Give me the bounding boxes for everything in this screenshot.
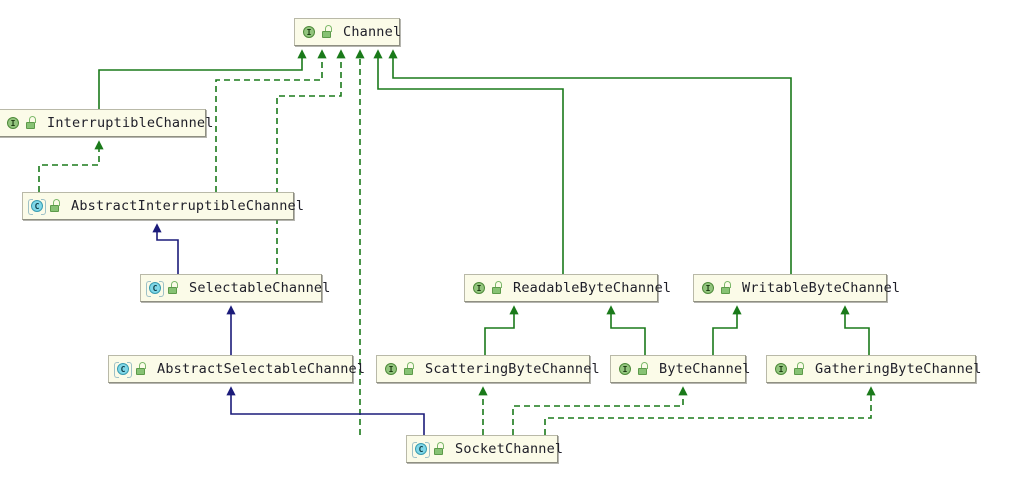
lock-icon — [26, 116, 38, 130]
interface-circle-icon: I — [5, 115, 21, 131]
lock-icon — [168, 281, 180, 295]
interface-circle-icon: I — [471, 280, 487, 296]
edge-selectablechannel-to-channel — [276, 49, 346, 274]
node-label: GatheringByteChannel — [815, 361, 982, 377]
node-label: AbstractInterruptibleChannel — [71, 198, 305, 214]
edge-abstractinterruptiblechannel-to-channel — [215, 49, 327, 192]
node-readablebytechannel[interactable]: I ReadableByteChannel — [464, 274, 671, 302]
lock-icon — [136, 362, 148, 376]
node-abstractinterruptiblechannel[interactable]: C AbstractInterruptibleChannel — [22, 192, 304, 220]
edge-writablebytechannel-to-channel — [388, 49, 792, 274]
edge-socketchannel-to-bytechannel — [512, 386, 688, 435]
node-label: SocketChannel — [455, 441, 564, 457]
lock-icon — [322, 25, 334, 39]
class-circle-icon: C — [412, 441, 430, 458]
interface-circle-icon: I — [773, 361, 789, 377]
edge-socketchannel-to-abstractselectablechannel — [226, 386, 425, 435]
edge-interruptiblechannel-to-channel — [98, 49, 307, 109]
node-bytechannel[interactable]: I ByteChannel — [610, 355, 750, 383]
abstract-class-circle-icon: C — [28, 198, 46, 215]
edge-socketchannel-to-gatheringbytechannel — [544, 386, 876, 435]
node-label: ScatteringByteChannel — [425, 361, 600, 377]
abstract-class-circle-icon: C — [146, 280, 164, 297]
node-interruptiblechannel[interactable]: I InterruptibleChannel — [0, 109, 213, 137]
node-channel[interactable]: I Channel — [294, 18, 402, 46]
edge-scatteringbytechannel-to-readablebytechannel — [484, 305, 519, 355]
node-label: ByteChannel — [659, 361, 751, 377]
edge-readablebytechannel-to-channel — [373, 49, 564, 274]
node-label: ReadableByteChannel — [513, 280, 672, 296]
interface-circle-icon: I — [700, 280, 716, 296]
node-writablebytechannel[interactable]: I WritableByteChannel — [693, 274, 900, 302]
edge-abstractinterruptiblechannel-to-interruptiblechannel — [38, 140, 104, 192]
node-abstractselectablechannel[interactable]: C AbstractSelectableChannel — [108, 355, 365, 383]
node-selectablechannel[interactable]: C SelectableChannel — [140, 274, 330, 302]
edge-bytechannel-to-writablebytechannel — [712, 305, 742, 355]
edge-selectablechannel-to-abstractinterruptiblechannel — [152, 223, 179, 274]
interface-circle-icon: I — [301, 24, 317, 40]
node-label: WritableByteChannel — [742, 280, 901, 296]
node-label: AbstractSelectableChannel — [157, 361, 366, 377]
lock-icon — [404, 362, 416, 376]
interface-circle-icon: I — [383, 361, 399, 377]
edge-bytechannel-to-readablebytechannel — [606, 305, 646, 355]
lock-icon — [50, 199, 62, 213]
lock-icon — [721, 281, 733, 295]
lock-icon — [794, 362, 806, 376]
abstract-class-circle-icon: C — [114, 361, 132, 378]
node-scatteringbytechannel[interactable]: I ScatteringByteChannel — [376, 355, 600, 383]
node-label: InterruptibleChannel — [47, 115, 214, 131]
node-gatheringbytechannel[interactable]: I GatheringByteChannel — [766, 355, 981, 383]
lock-icon — [638, 362, 650, 376]
node-label: Channel — [343, 24, 402, 40]
lock-icon — [492, 281, 504, 295]
interface-circle-icon: I — [617, 361, 633, 377]
node-label: SelectableChannel — [189, 280, 331, 296]
lock-icon — [434, 442, 446, 456]
edge-gatheringbytechannel-to-writablebytechannel — [840, 305, 870, 355]
node-socketchannel[interactable]: C SocketChannel — [406, 435, 563, 463]
